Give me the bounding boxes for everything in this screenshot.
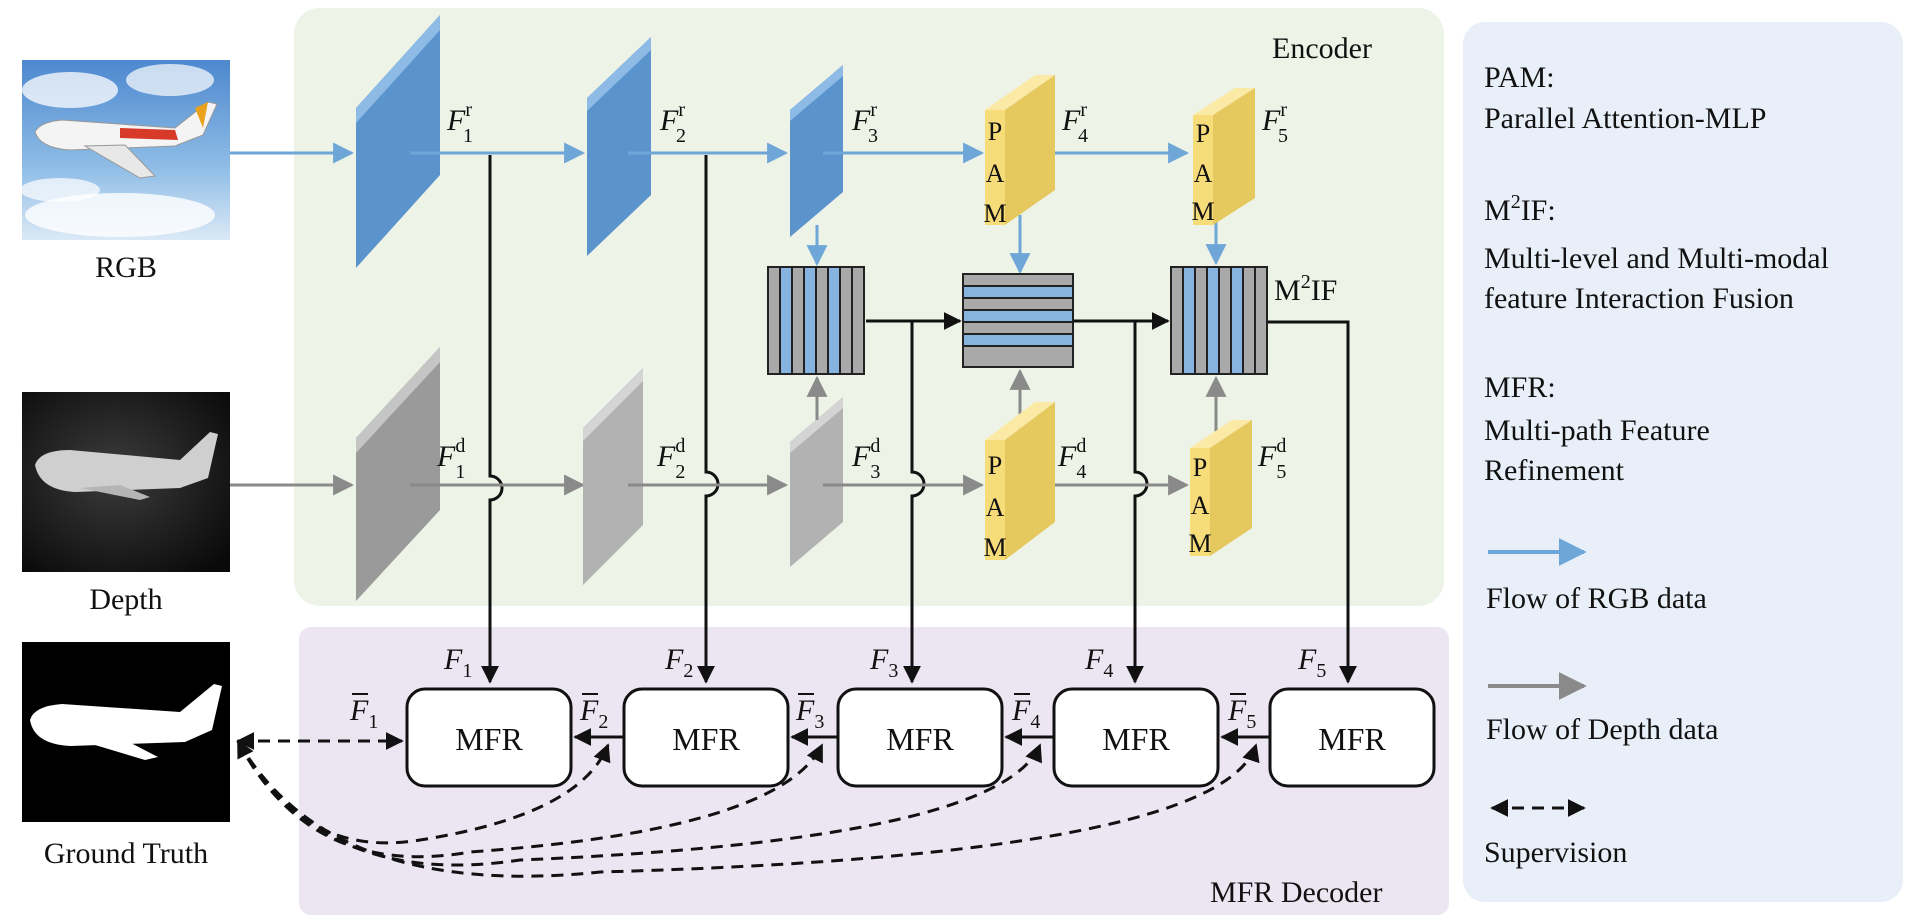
m2if-block-1	[767, 266, 865, 375]
pam-letter-p: P	[988, 451, 1002, 480]
depth-block-2	[583, 368, 643, 585]
refined-label-1: F1	[349, 693, 378, 733]
fused-label-4: F4	[1084, 643, 1113, 682]
pam-letter-m: M	[1191, 197, 1214, 226]
legend-m2if-desc-2: feature Interaction Fusion	[1484, 282, 1794, 315]
svg-text:F2: F2	[579, 694, 608, 733]
legend: PAM: Parallel Attention-MLP M2IF: Multi-…	[1484, 61, 1829, 869]
mfr-module-5: MFR	[1268, 687, 1436, 788]
rgb-block-3	[790, 65, 843, 237]
pam-letter-p: P	[1193, 453, 1207, 482]
depth-block-1	[356, 347, 440, 601]
pam-letter-a: A	[986, 159, 1005, 188]
legend-rgb-flow: Flow of RGB data	[1486, 582, 1707, 615]
rgb-label: RGB	[95, 251, 157, 284]
mfr-label: MFR	[1102, 721, 1170, 757]
mfr-modules: MFR MFR MFR MFR MFR	[405, 687, 1436, 788]
legend-supervision: Supervision	[1484, 836, 1627, 869]
mfr-module-4: MFR	[1052, 687, 1220, 788]
refined-label-3: F3	[795, 693, 824, 733]
mfr-module-2: MFR	[622, 687, 790, 788]
mfr-module-3: MFR	[836, 687, 1004, 788]
rgb-block-2	[587, 37, 651, 256]
legend-mfr-desc-1: Multi-path Feature	[1484, 414, 1710, 447]
encoder-panel	[294, 8, 1444, 606]
fused-label-1: F1	[443, 643, 472, 682]
pam-block-depth-5: P A M	[1188, 420, 1252, 558]
pam-letter-a: A	[986, 493, 1005, 522]
refined-feature-labels: F1 F2 F3 F4 F5	[349, 693, 1256, 733]
rgb-stream	[230, 15, 1227, 275]
pam-letter-p: P	[1196, 119, 1210, 148]
legend-pam-desc: Parallel Attention-MLP	[1484, 102, 1766, 135]
rgb-image	[20, 60, 230, 240]
depth-image	[22, 392, 230, 572]
decoder-label: MFR Decoder	[1210, 876, 1382, 909]
svg-text:F1: F1	[349, 694, 378, 733]
fused-feature-labels: F1 F2 F3 F4 F5	[443, 643, 1326, 682]
refined-label-5: F5	[1227, 693, 1256, 733]
svg-text:F4: F4	[1011, 694, 1040, 733]
legend-mfr-desc-2: Refinement	[1484, 454, 1625, 487]
svg-text:F5: F5	[1227, 694, 1256, 733]
m2if-block-2	[962, 273, 1074, 368]
fused-label-5: F5	[1297, 643, 1326, 682]
mfr-module-1: MFR	[405, 687, 573, 788]
mfr-label: MFR	[455, 721, 523, 757]
depth-label: Depth	[89, 583, 162, 616]
fused-label-3: F3	[869, 643, 898, 682]
legend-m2if-desc-1: Multi-level and Multi-modal	[1484, 242, 1829, 275]
pam-letter-a: A	[1194, 159, 1213, 188]
legend-depth-flow: Flow of Depth data	[1486, 713, 1718, 746]
pam-block-rgb-4: P A M	[983, 75, 1055, 228]
pam-block-rgb-5: P A M	[1191, 88, 1255, 226]
legend-m2if-title: M2IF:	[1484, 191, 1556, 227]
pam-letter-m: M	[983, 199, 1006, 228]
m2if-label: M2IF	[1274, 271, 1337, 307]
depth-block-3	[790, 397, 843, 567]
encoder-label: Encoder	[1272, 32, 1372, 65]
refined-label-2: F2	[579, 693, 608, 733]
mfr-label: MFR	[886, 721, 954, 757]
svg-text:F3: F3	[795, 694, 824, 733]
legend-mfr-title: MFR:	[1484, 371, 1556, 404]
depth-stream	[230, 347, 1227, 601]
refined-label-4: F4	[1011, 693, 1040, 733]
supervision-arrows	[236, 732, 1260, 878]
legend-pam-title: PAM:	[1484, 61, 1555, 94]
ground-truth-image	[22, 642, 230, 822]
pam-letter-m: M	[983, 533, 1006, 562]
rgb-block-1	[356, 15, 440, 268]
ground-truth-label: Ground Truth	[44, 837, 208, 870]
pam-block-depth-4: P A M	[983, 402, 1055, 562]
m2if-block-3	[1170, 266, 1268, 375]
pam-letter-p: P	[988, 117, 1002, 146]
pam-letter-m: M	[1188, 529, 1211, 558]
mfr-label: MFR	[1318, 721, 1386, 757]
fused-label-2: F2	[664, 643, 693, 682]
pam-letter-a: A	[1191, 491, 1210, 520]
mfr-label: MFR	[672, 721, 740, 757]
